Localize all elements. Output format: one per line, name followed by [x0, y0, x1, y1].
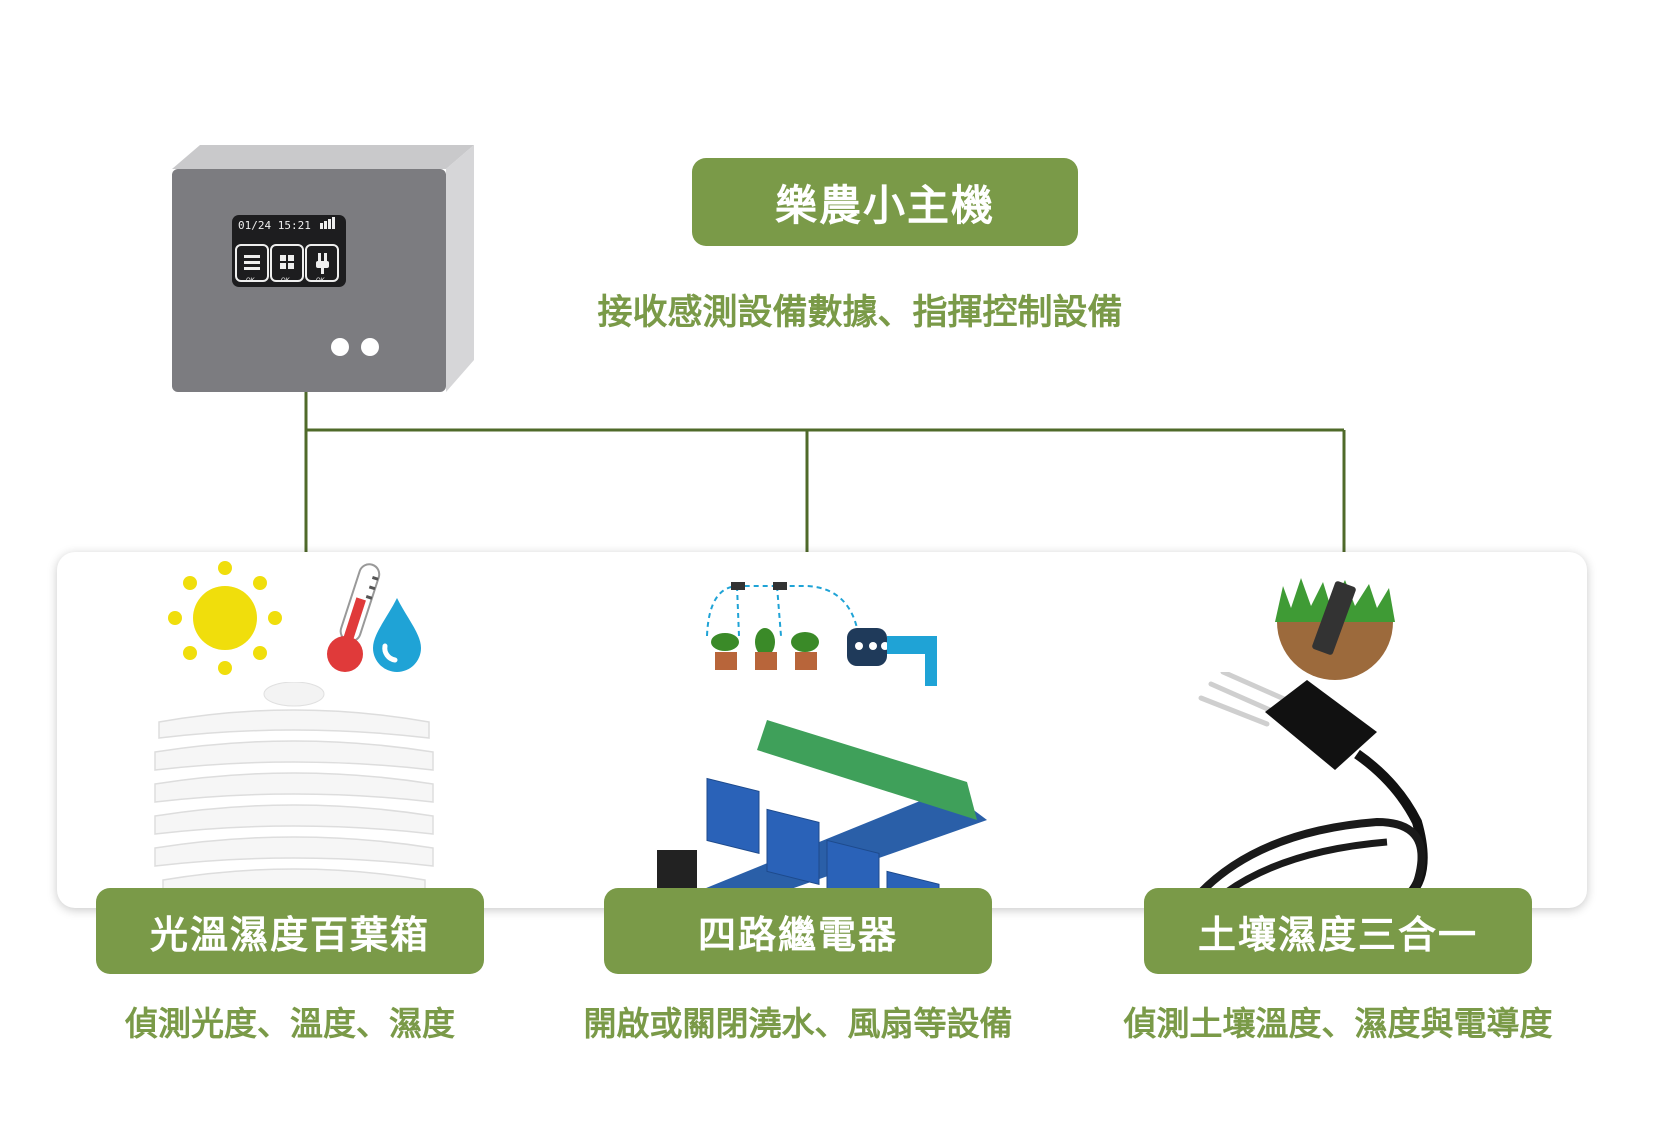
hub-device-illustration: [172, 145, 474, 392]
hub-title: 樂農小主機: [692, 158, 1078, 246]
soil-sensor-image: [1187, 672, 1428, 908]
device-caption-soil-sensor: 偵測土壤溫度、濕度與電導度: [1123, 1004, 1553, 1043]
device-title-soil-sensor: 土壤濕度三合一: [1144, 888, 1532, 974]
device-caption-relay: 開啟或關閉澆水、風扇等設備: [583, 1004, 1013, 1043]
device-title-relay: 四路繼電器: [604, 888, 992, 974]
device-title-weather-shelter: 光溫濕度百葉箱: [96, 888, 484, 974]
hub-device: 01/24 15:21 OK OK OK: [168, 145, 478, 395]
thermometer-icon: [327, 563, 381, 672]
device-panel: [57, 552, 1587, 908]
irrigation-icon: [706, 582, 937, 686]
sun-icon: [168, 561, 282, 675]
relay-board-image: [657, 720, 987, 908]
hub-screen-ok-3: OK: [316, 277, 325, 284]
hub-screen-time: 01/24 15:21: [238, 219, 311, 232]
hub-screen-ok-1: OK: [246, 277, 255, 284]
hub-subtitle: 接收感測設備數據、指揮控制設備: [597, 293, 1123, 333]
weather-shelter-image: [154, 682, 434, 904]
water-drop-icon: [373, 598, 421, 672]
soil-probe-icon: [1275, 578, 1395, 680]
device-caption-weather-shelter: 偵測光度、溫度、濕度: [125, 1004, 455, 1043]
hub-screen-ok-2: OK: [281, 277, 290, 284]
